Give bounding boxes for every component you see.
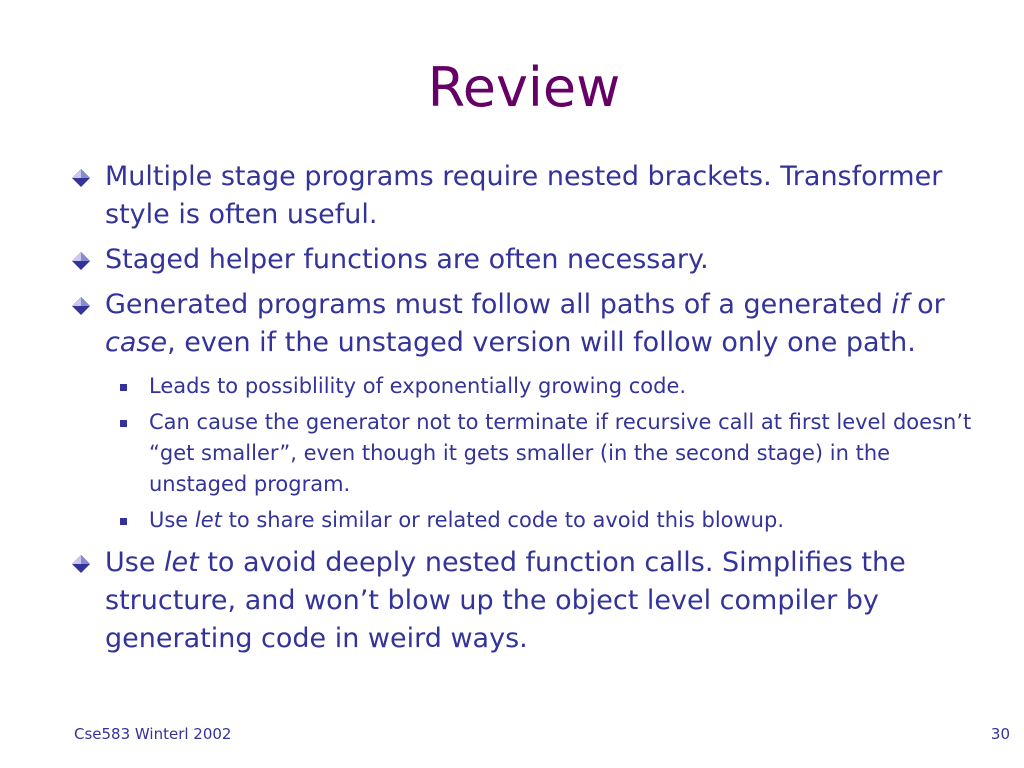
slide-title: Review <box>427 56 621 119</box>
slide-body: Multiple stage programs require nested b… <box>70 158 980 665</box>
square-bullet-icon <box>120 420 127 427</box>
bullet-text-part: , even if the unstaged version will foll… <box>167 327 916 358</box>
keyword-let: let <box>194 508 222 532</box>
sub-bullet-item: Can cause the generator not to terminate… <box>70 407 980 500</box>
sub-bullet-item: Leads to possiblility of exponentially g… <box>70 371 980 402</box>
bullet-text-part: to avoid deeply nested function calls. S… <box>105 547 906 654</box>
sub-bullet-text-part: to share similar or related code to avoi… <box>221 508 784 532</box>
keyword-if: if <box>891 289 909 320</box>
bullet-text-part: or <box>908 289 945 320</box>
square-bullet-icon <box>120 384 127 391</box>
bullet-text-part: Use <box>105 547 165 578</box>
keyword-let: let <box>164 547 199 578</box>
sub-bullet-item: Use let to share similar or related code… <box>70 505 980 536</box>
diamond-bullet-icon <box>72 252 90 270</box>
bullet-text-part: Generated programs must follow all paths… <box>105 289 892 320</box>
keyword-case: case <box>105 327 168 358</box>
sub-bullet-text: Leads to possiblility of exponentially g… <box>149 374 687 398</box>
page-number: 30 <box>990 725 1010 743</box>
diamond-bullet-icon <box>72 297 90 315</box>
square-bullet-icon <box>120 518 127 525</box>
diamond-bullet-icon <box>72 169 90 187</box>
diamond-bullet-icon <box>72 555 90 573</box>
bullet-item: Generated programs must follow all paths… <box>70 286 980 362</box>
sub-bullet-text-part: Use <box>149 508 195 532</box>
sub-bullet-text: Can cause the generator not to terminate… <box>149 410 972 496</box>
bullet-text: Staged helper functions are often necess… <box>105 244 709 275</box>
bullet-text: Multiple stage programs require nested b… <box>105 161 943 230</box>
footer-course-label: Cse583 Winterl 2002 <box>74 725 232 743</box>
bullet-item: Use let to avoid deeply nested function … <box>70 544 980 658</box>
sub-bullet-list: Leads to possiblility of exponentially g… <box>70 371 980 536</box>
bullet-item: Staged helper functions are often necess… <box>70 241 980 279</box>
bullet-item: Multiple stage programs require nested b… <box>70 158 980 234</box>
